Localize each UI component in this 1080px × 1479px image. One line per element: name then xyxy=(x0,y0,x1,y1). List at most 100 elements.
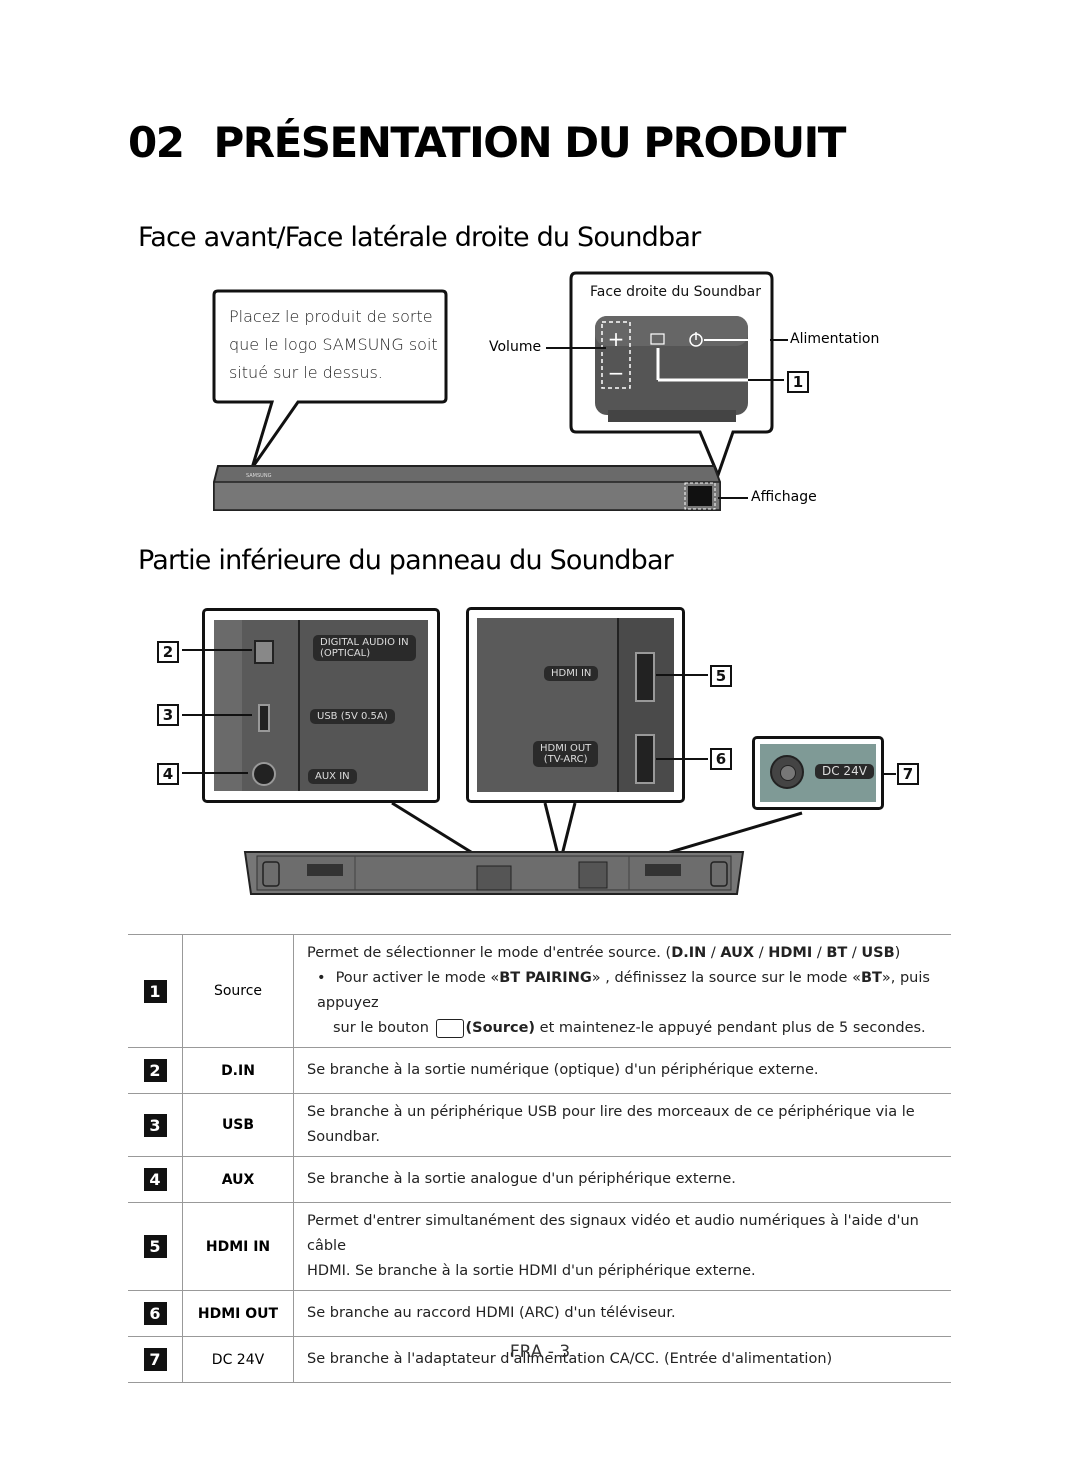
table-cell-desc: Permet de sélectionner le mode d'entrée … xyxy=(293,934,951,1048)
table-row: 3 USB Se branche à un périphérique USB p… xyxy=(128,1093,951,1157)
badge-1-icon: 1 xyxy=(787,371,809,393)
badge-6-icon: 6 xyxy=(710,748,732,770)
svg-text:+: + xyxy=(608,327,625,351)
hdmi-out-label-line: HDMI OUT xyxy=(540,743,592,754)
desc-line: HDMI. Se branche à la sortie HDMI d'un p… xyxy=(307,1263,756,1279)
row-badge: 1 xyxy=(143,979,167,1003)
aux-label: AUX IN xyxy=(308,769,357,784)
table-cell-num: 4 xyxy=(128,1156,183,1203)
table-cell-name: HDMI IN xyxy=(182,1202,294,1291)
section-heading-front: Face avant/Face latérale droite du Sound… xyxy=(138,222,701,253)
soundbar-bottom-illustration xyxy=(243,851,745,895)
dc-label: DC 24V xyxy=(815,764,874,779)
digital-audio-label: DIGITAL AUDIO IN (OPTICAL) xyxy=(313,635,416,661)
table-cell-desc: Se branche à l'adaptateur d'alimentation… xyxy=(293,1336,951,1383)
page-title: 02 PRÉSENTATION DU PRODUIT xyxy=(128,118,846,167)
table-cell-name: Source xyxy=(182,934,294,1048)
dc-port-photo: DC 24V xyxy=(760,744,876,802)
callout-text: Placez le produit de sorte que le logo S… xyxy=(229,303,438,387)
source-bullet-list: Pour activer le mode «BT PAIRING» , défi… xyxy=(307,966,941,1041)
table-cell-num: 7 xyxy=(128,1336,183,1383)
soundbar-logo: SAMSUNG xyxy=(246,473,272,479)
side-face-label: Face droite du Soundbar xyxy=(590,284,761,300)
callout-line: Placez le produit de sorte xyxy=(229,307,433,326)
dc-jack-icon xyxy=(770,755,804,789)
bullet-bt-pairing: BT PAIRING xyxy=(499,970,592,986)
display-leader-line xyxy=(718,497,748,499)
table-cell-num: 1 xyxy=(128,934,183,1048)
table-cell-desc: Se branche au raccord HDMI (ARC) d'un té… xyxy=(293,1290,951,1337)
row-badge: 7 xyxy=(143,1348,167,1371)
volume-label: Volume xyxy=(489,339,542,355)
left-port-photo: DIGITAL AUDIO IN (OPTICAL) USB (5V 0.5A)… xyxy=(214,620,428,791)
optical-port-icon xyxy=(254,640,274,664)
svg-text:−: − xyxy=(608,361,625,385)
row-badge: 4 xyxy=(143,1168,167,1191)
badge-7-icon: 7 xyxy=(897,763,919,785)
side-panel-leader-lines xyxy=(770,339,788,381)
mode-aux: AUX xyxy=(720,945,755,961)
table-cell-name: D.IN xyxy=(182,1047,294,1094)
table-cell-name: HDMI OUT xyxy=(182,1290,294,1337)
left-port-panel: DIGITAL AUDIO IN (OPTICAL) USB (5V 0.5A)… xyxy=(202,608,440,803)
source-desc-prefix: Permet de sélectionner le mode d'entrée … xyxy=(307,945,672,961)
bullet-source: (Source) xyxy=(465,1020,536,1036)
source-desc-line: Permet de sélectionner le mode d'entrée … xyxy=(307,945,901,961)
table-cell-name: DC 24V xyxy=(182,1336,294,1383)
table-cell-num: 6 xyxy=(128,1290,183,1337)
hdmi-port-panel: HDMI IN HDMI OUT (TV-ARC) xyxy=(466,607,685,803)
bullet-text: » , définissez la source sur le mode « xyxy=(591,970,861,986)
hdmi-out-port-icon xyxy=(635,734,655,784)
table-cell-name: USB xyxy=(182,1093,294,1157)
row-badge: 3 xyxy=(143,1113,167,1137)
volume-leader-line xyxy=(546,347,606,349)
page-footer: FRA - 3 xyxy=(509,1342,571,1362)
hdmi-out-label-line: (TV-ARC) xyxy=(543,754,588,765)
hdmi-port-photo: HDMI IN HDMI OUT (TV-ARC) xyxy=(477,618,674,792)
usb-port-icon xyxy=(258,704,270,732)
hdmi-in-label: HDMI IN xyxy=(544,666,599,681)
chapter-number: 02 xyxy=(128,118,185,167)
mode-din: D.IN xyxy=(671,945,707,961)
row-badge: 5 xyxy=(143,1235,167,1258)
soundbar-front-illustration: SAMSUNG xyxy=(213,465,721,511)
aux-port-icon xyxy=(252,762,276,786)
table-row: 4 AUX Se branche à la sortie analogue d'… xyxy=(128,1156,951,1203)
table-cell-num: 5 xyxy=(128,1202,183,1291)
table-cell-desc: Permet d'entrer simultanément des signau… xyxy=(293,1202,951,1291)
table-row: 7 DC 24V Se branche à l'adaptateur d'ali… xyxy=(128,1336,951,1383)
source-desc-suffix: ) xyxy=(894,945,901,961)
table-cell-num: 2 xyxy=(128,1047,183,1094)
usb-label: USB (5V 0.5A) xyxy=(310,709,395,724)
callout-line: que le logo SAMSUNG soit xyxy=(229,335,438,354)
digital-audio-label-line: DIGITAL AUDIO IN xyxy=(320,637,409,648)
section-heading-bottom: Partie inférieure du panneau du Soundbar xyxy=(138,545,674,576)
digital-audio-label-line: (OPTICAL) xyxy=(320,648,371,659)
table-row: 1 Source Permet de sélectionner le mode … xyxy=(128,934,951,1048)
bullet-text: et maintenez-le appuyé pendant plus de 5… xyxy=(539,1020,926,1036)
chapter-title: PRÉSENTATION DU PRODUIT xyxy=(213,118,846,167)
row-badge: 6 xyxy=(143,1302,167,1325)
badge-3-icon: 3 xyxy=(157,704,179,726)
table-cell-desc: Se branche à la sortie analogue d'un pér… xyxy=(293,1156,951,1203)
hdmi-out-label: HDMI OUT (TV-ARC) xyxy=(533,741,599,767)
table-row: 6 HDMI OUT Se branche au raccord HDMI (A… xyxy=(128,1290,951,1337)
side-panel-callout: + − xyxy=(569,271,776,480)
badge-2-icon: 2 xyxy=(157,641,179,663)
mode-bt: BT xyxy=(826,945,848,961)
badge-5-icon: 5 xyxy=(710,665,732,687)
hdmi-in-port-icon xyxy=(635,652,655,702)
mode-usb: USB xyxy=(861,945,895,961)
source-icon xyxy=(435,1018,464,1038)
list-item: Pour activer le mode «BT PAIRING» , défi… xyxy=(317,966,941,1041)
row-badge: 2 xyxy=(143,1059,167,1082)
bullet-text: Pour activer le mode « xyxy=(335,970,500,986)
table-cell-num: 3 xyxy=(128,1093,183,1157)
desc-line: Permet d'entrer simultanément des signau… xyxy=(307,1213,919,1254)
table-cell-desc: Se branche à la sortie numérique (optiqu… xyxy=(293,1047,951,1094)
bullet-text: », puis appuyez xyxy=(317,970,930,1011)
bullet-text: sur le bouton xyxy=(333,1020,429,1036)
callout-bubble xyxy=(212,289,448,469)
display-label: Affichage xyxy=(751,489,817,505)
table-row: 2 D.IN Se branche à la sortie numérique … xyxy=(128,1047,951,1094)
